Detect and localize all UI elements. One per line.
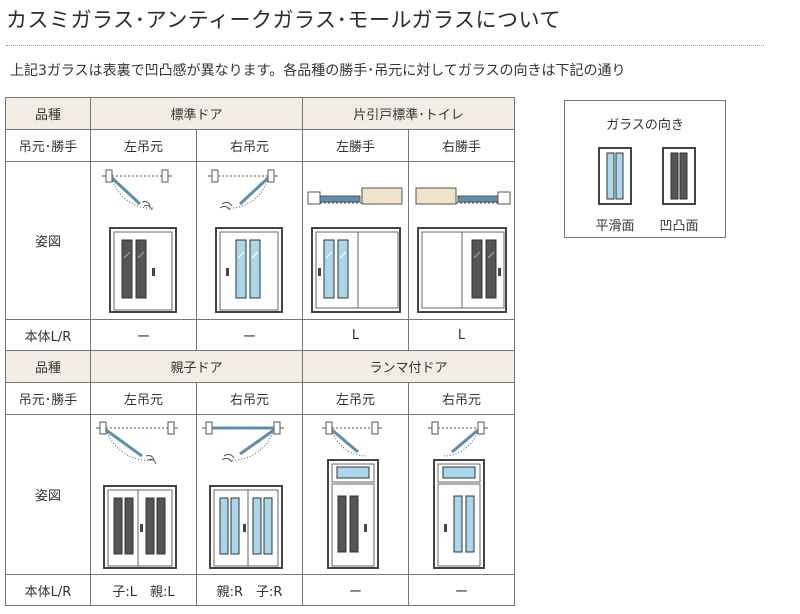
hinge-cell: 左吊元 <box>90 129 197 162</box>
type-parent-child-door: 親子ドア <box>90 350 303 383</box>
hinge-cell: 左勝手 <box>302 129 409 162</box>
smooth-face-label: 平滑面 <box>595 219 635 234</box>
type-sliding-door: 片引戸標準･トイレ <box>302 97 515 130</box>
body-cell: ー <box>408 574 515 606</box>
body-label: 本体L/R <box>5 574 91 606</box>
hinge-cell: 右吊元 <box>196 382 303 415</box>
dotted-divider <box>6 45 764 46</box>
figure-cell <box>90 414 197 575</box>
type-transom-door: ランマ付ドア <box>302 350 515 383</box>
intro-text: 上記3ガラスは表裏で凹凸感が異なります。各品種の勝手･吊元に対してガラスの向きは… <box>10 63 626 79</box>
hinge-label: 吊元･勝手 <box>5 129 91 162</box>
figure-cell <box>90 161 197 320</box>
glass-direction-legend: ガラスの向き 平滑面 凹凸面 <box>564 100 726 238</box>
door-right-hinge-figure <box>207 169 283 313</box>
type-label: 品種 <box>5 97 91 130</box>
sliding-door-right-figure <box>415 187 510 313</box>
body-cell: ー <box>196 319 303 351</box>
figure-cell <box>408 161 515 320</box>
body-cell: L <box>408 319 515 351</box>
figure-cell <box>196 161 303 320</box>
parent-child-right-figure <box>201 421 284 569</box>
figure-cell <box>196 414 303 575</box>
hinge-cell: 右吊元 <box>196 129 303 162</box>
page-title: カスミガラス･アンティークガラス･モールガラスについて <box>6 8 561 32</box>
hinge-cell: 左吊元 <box>302 382 409 415</box>
legend-smooth: 平滑面 <box>585 147 645 234</box>
body-cell: ー <box>302 574 409 606</box>
figure-cell <box>408 414 515 575</box>
hinge-cell: 右勝手 <box>408 129 515 162</box>
door-left-hinge-figure <box>101 169 177 313</box>
legend-title: ガラスの向き <box>606 118 684 133</box>
legend-textured: 凹凸面 <box>649 147 709 234</box>
figure-label: 姿図 <box>5 161 91 320</box>
type-label: 品種 <box>5 350 91 383</box>
figure-cell <box>302 161 409 320</box>
body-cell: 子:L 親:L <box>90 574 197 606</box>
type-standard-door: 標準ドア <box>90 97 303 130</box>
body-cell: ー <box>90 319 197 351</box>
textured-face-label: 凹凸面 <box>659 219 699 234</box>
parent-child-left-figure <box>95 421 178 569</box>
body-cell: 親:R 子:R <box>196 574 303 606</box>
textured-face-icon <box>662 147 696 205</box>
transom-right-figure <box>427 421 488 569</box>
figure-label: 姿図 <box>5 414 91 575</box>
glass-orientation-table: 品種 標準ドア 片引戸標準･トイレ 吊元･勝手 左吊元 右吊元 左勝手 右勝手 … <box>5 97 515 606</box>
body-label: 本体L/R <box>5 319 91 351</box>
hinge-label: 吊元･勝手 <box>5 382 91 415</box>
body-cell: L <box>302 319 409 351</box>
hinge-cell: 左吊元 <box>90 382 197 415</box>
sliding-door-left-figure <box>307 187 402 313</box>
figure-cell <box>302 414 409 575</box>
smooth-face-icon <box>598 147 632 205</box>
hinge-cell: 右吊元 <box>408 382 515 415</box>
transom-left-figure <box>321 421 382 569</box>
